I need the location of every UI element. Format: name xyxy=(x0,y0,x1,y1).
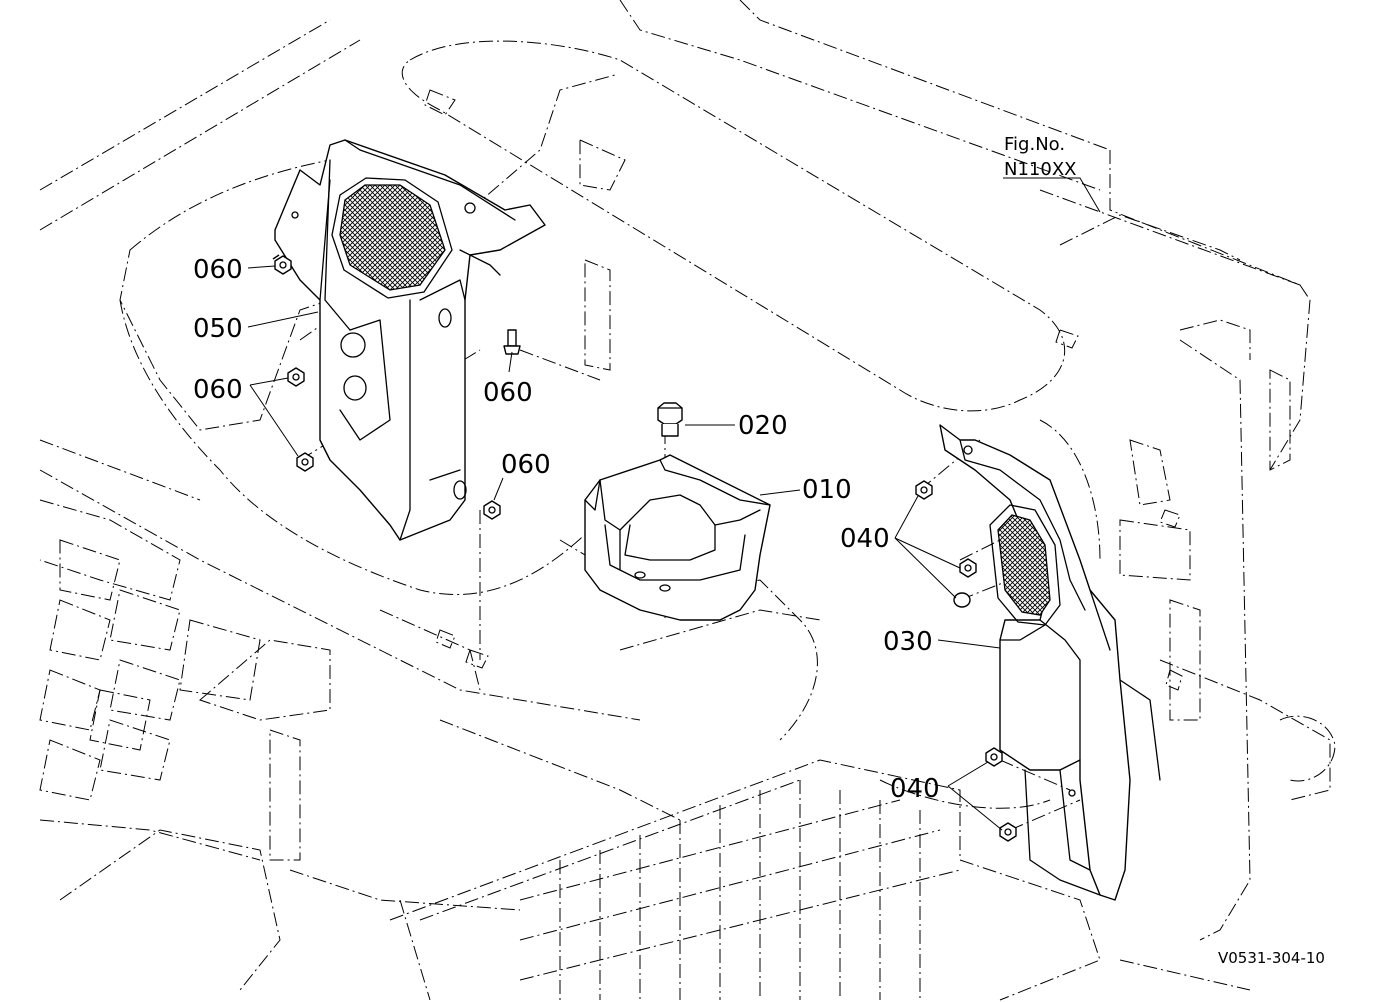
mounting-bracket-outlines xyxy=(424,89,1201,721)
part-020-bolt xyxy=(657,402,683,437)
bolt-040-b xyxy=(959,558,977,578)
callout-010: 010 xyxy=(802,475,852,505)
bolt-040-a xyxy=(915,480,933,500)
part-030-cover xyxy=(939,424,1161,901)
bolt-060-e xyxy=(503,329,521,355)
callout-020: 020 xyxy=(738,411,788,441)
callout-040-a: 040 xyxy=(840,524,890,554)
machine-frame-outline xyxy=(39,0,1336,1001)
part-010-cup-holder xyxy=(584,454,771,621)
callout-050: 050 xyxy=(193,314,243,344)
figure-number-value: N110XX xyxy=(1004,159,1076,180)
bolt-040-e xyxy=(999,822,1017,842)
bolt-040-c xyxy=(953,592,971,608)
bolt-060-c xyxy=(296,452,314,472)
callout-060-b: 060 xyxy=(193,375,243,405)
part-050-cover xyxy=(274,139,546,541)
figure-number-title: Fig.No. xyxy=(1004,134,1065,155)
grille-lower-left xyxy=(39,499,331,801)
callout-040-b: 040 xyxy=(890,774,940,804)
callout-labels: 060 050 060 060 060 020 010 040 030 040 xyxy=(193,255,940,804)
callout-060-d: 060 xyxy=(501,450,551,480)
callout-030: 030 xyxy=(883,627,933,657)
bolt-040-d xyxy=(985,747,1003,767)
drawing-code: V0531-304-10 xyxy=(1218,949,1325,967)
grille-lower-center xyxy=(389,759,1101,1001)
callout-060-c: 060 xyxy=(483,378,533,408)
bolt-060-d xyxy=(483,500,501,520)
callout-060-a: 060 xyxy=(193,255,243,285)
callout-leaders xyxy=(247,177,1101,831)
bolt-060-b xyxy=(287,367,305,387)
bolt-060-a xyxy=(272,254,292,275)
